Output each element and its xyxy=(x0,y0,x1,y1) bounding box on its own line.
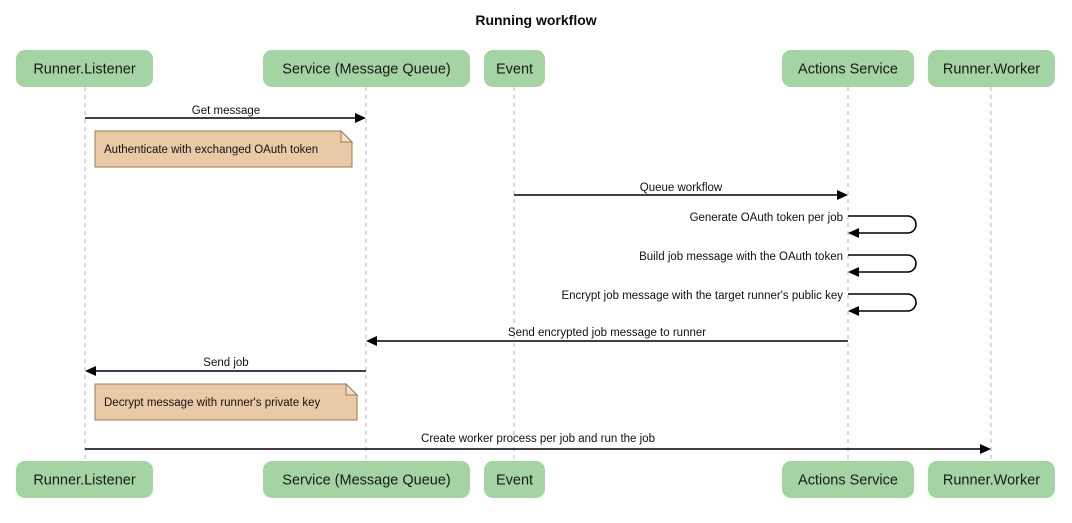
actor-box xyxy=(928,50,1055,87)
actor-label: Runner.Worker xyxy=(943,62,1040,78)
note-label: Authenticate with exchanged OAuth token xyxy=(104,144,318,156)
actor-label: Service (Message Queue) xyxy=(282,62,450,78)
msg-generate-oauth-token[interactable]: Generate OAuth token per job xyxy=(690,212,917,238)
arrow-head xyxy=(85,366,96,376)
actor-runner_worker-bottom[interactable]: Runner.Worker xyxy=(928,461,1055,498)
self-message-path xyxy=(848,254,917,273)
note-fold-corner-icon xyxy=(345,382,359,396)
msg-build-job-message[interactable]: Build job message with the OAuth token xyxy=(639,251,917,277)
message-label: Queue workflow xyxy=(640,182,723,194)
msg-create-worker-process[interactable]: Create worker process per job and run th… xyxy=(85,433,991,454)
actor-label: Runner.Worker xyxy=(943,473,1040,489)
actor-box xyxy=(782,461,914,498)
msg-queue-workflow[interactable]: Queue workflow xyxy=(514,182,848,200)
arrow-head xyxy=(848,228,859,238)
message-label: Build job message with the OAuth token xyxy=(639,251,843,263)
msg-encrypt-job-message[interactable]: Encrypt job message with the target runn… xyxy=(561,290,917,316)
note-decrypt[interactable]: Decrypt message with runner's private ke… xyxy=(94,382,359,421)
arrow-head xyxy=(848,306,859,316)
note-fold-corner-icon xyxy=(340,129,354,143)
actors-bottom: Runner.Listener Service (Message Queue) Ev… xyxy=(16,461,1055,498)
arrow-head xyxy=(980,444,991,454)
actor-runner_worker-top[interactable]: Runner.Worker xyxy=(928,50,1055,87)
message-label: Get message xyxy=(192,105,260,117)
actor-box xyxy=(16,50,153,87)
notes: Authenticate with exchanged OAuth tokenD… xyxy=(94,129,359,421)
message-label: Send encrypted job message to runner xyxy=(508,327,706,339)
message-label: Encrypt job message with the target runn… xyxy=(561,290,843,302)
message-label: Create worker process per job and run th… xyxy=(421,433,655,445)
actor-box xyxy=(16,461,153,498)
actor-box xyxy=(263,461,470,498)
actor-event-bottom[interactable]: Event xyxy=(484,461,545,498)
msg-send-encrypted-job[interactable]: Send encrypted job message to runner xyxy=(366,327,848,346)
actor-label: Runner.Listener xyxy=(33,473,136,489)
actor-runner_listener-bottom[interactable]: Runner.Listener xyxy=(16,461,153,498)
actor-label: Runner.Listener xyxy=(33,62,136,78)
actor-label: Service (Message Queue) xyxy=(282,473,450,489)
actor-event-top[interactable]: Event xyxy=(484,50,545,87)
actor-box xyxy=(263,50,470,87)
actor-label: Actions Service xyxy=(798,473,898,489)
actor-label: Event xyxy=(496,473,533,489)
page-title: Running workflow xyxy=(475,12,596,28)
self-message-path xyxy=(848,215,917,234)
note-authenticate[interactable]: Authenticate with exchanged OAuth token xyxy=(94,129,354,168)
message-label: Send job xyxy=(203,357,248,369)
actor-box xyxy=(484,50,545,87)
actor-runner_listener-top[interactable]: Runner.Listener xyxy=(16,50,153,87)
actor-box xyxy=(782,50,914,87)
self-message-path xyxy=(848,293,917,312)
actors-top: Runner.Listener Service (Message Queue) Ev… xyxy=(16,50,1055,87)
actor-service_mq-top[interactable]: Service (Message Queue) xyxy=(263,50,470,87)
actor-box xyxy=(928,461,1055,498)
note-label: Decrypt message with runner's private ke… xyxy=(104,397,321,409)
message-label: Generate OAuth token per job xyxy=(690,212,843,224)
arrow-head xyxy=(848,267,859,277)
arrow-head xyxy=(366,336,377,346)
msg-send-job[interactable]: Send job xyxy=(85,357,366,376)
note-body xyxy=(94,130,353,168)
arrow-head xyxy=(355,113,366,123)
actor-service_mq-bottom[interactable]: Service (Message Queue) xyxy=(263,461,470,498)
actor-actions_service-top[interactable]: Actions Service xyxy=(782,50,914,87)
note-body xyxy=(94,383,358,421)
actor-box xyxy=(484,461,545,498)
msg-get-message[interactable]: Get message xyxy=(85,105,366,123)
actor-label: Actions Service xyxy=(798,62,898,78)
actor-actions_service-bottom[interactable]: Actions Service xyxy=(782,461,914,498)
arrow-head xyxy=(837,190,848,200)
lifelines xyxy=(84,87,992,461)
actor-label: Event xyxy=(496,62,533,78)
